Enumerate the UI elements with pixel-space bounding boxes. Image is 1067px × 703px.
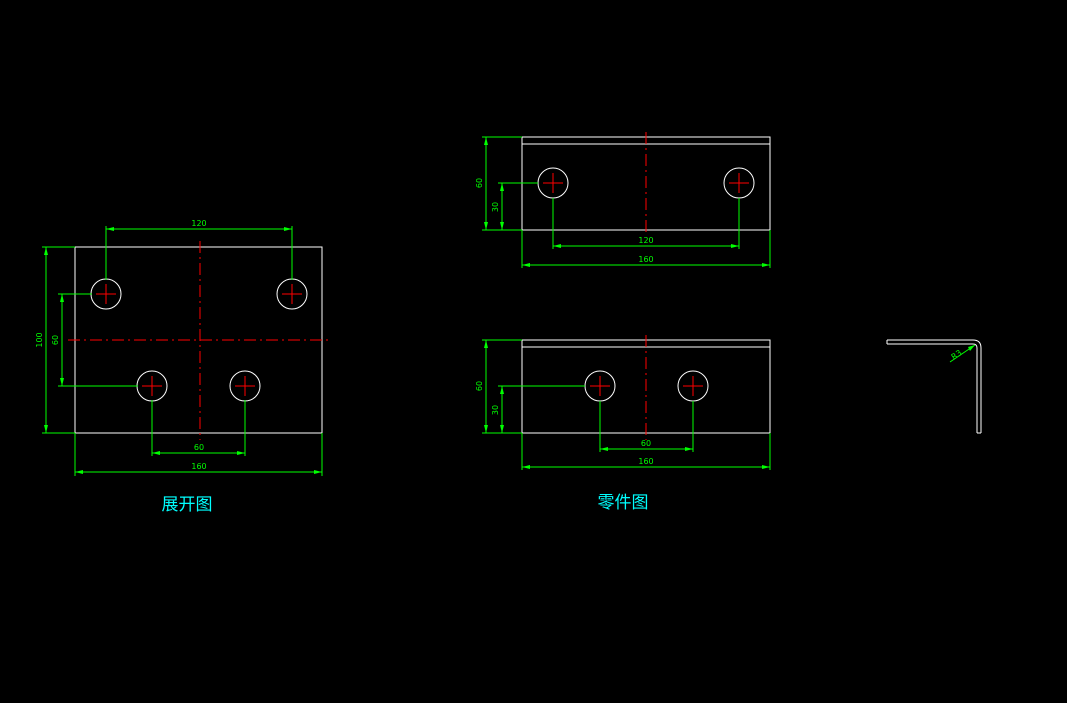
part-view-title: 零件图	[598, 493, 649, 513]
part-top-dimensions	[482, 136, 771, 268]
side-dim-bend-radius: R3	[950, 348, 964, 361]
part-front-dim-height-inner: 30	[491, 405, 500, 415]
part-front-dim-arrows	[484, 340, 770, 469]
unfold-centerlines	[68, 241, 330, 440]
part-top-dim-arrows	[484, 137, 770, 267]
unfold-dimensions	[42, 226, 323, 476]
unfold-dim-bottom-span: 60	[194, 443, 204, 452]
part-front-dim-height: 60	[475, 381, 484, 391]
part-side-view: R3	[886, 339, 982, 434]
side-profile-inner	[887, 343, 978, 433]
part-front-dim-width: 160	[638, 457, 653, 466]
unfold-dim-arrows	[44, 227, 322, 474]
unfold-dim-height-inner: 60	[51, 335, 60, 345]
unfold-view-title: 展开图	[162, 495, 213, 515]
part-top-dim-width: 160	[638, 255, 653, 264]
part-top-dim-height: 60	[475, 178, 484, 188]
unfold-dim-top-span: 120	[191, 219, 206, 228]
part-front-centerlines	[590, 335, 703, 440]
part-front-dim-hole-span: 60	[641, 439, 651, 448]
side-profile-outer	[887, 339, 982, 433]
unfold-dim-overall-height: 100	[35, 332, 44, 347]
part-top-view: 60 30 120 160	[475, 132, 771, 268]
part-top-centerlines	[543, 132, 749, 236]
part-front-view: 60 30 60 160 零件图	[475, 335, 771, 513]
side-bend-radius-arrow	[968, 345, 975, 351]
unfold-hole-crosshairs	[96, 284, 302, 396]
part-front-dimensions	[482, 339, 771, 470]
unfold-dim-overall-width: 160	[191, 462, 206, 471]
unfold-view: 120 100 60 60 160 展开图	[35, 219, 330, 515]
part-top-dim-hole-span: 120	[638, 236, 653, 245]
part-top-dim-height-inner: 30	[491, 202, 500, 212]
